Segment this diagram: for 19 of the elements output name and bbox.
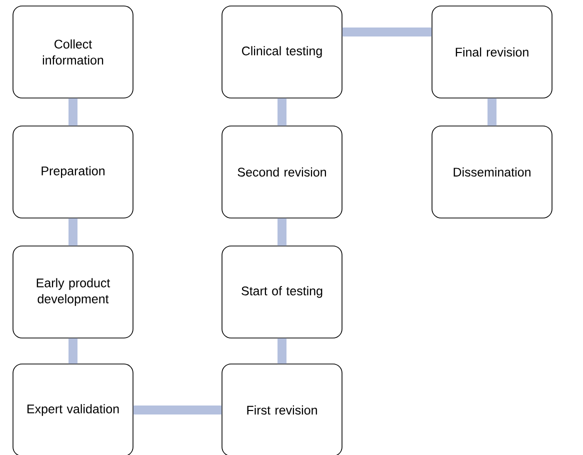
process-box: Start of testing: [222, 246, 342, 338]
connector: [68, 338, 78, 364]
process-box: Preparation: [12, 126, 134, 218]
process-box: Clinical testing: [222, 6, 342, 98]
connector: [68, 98, 78, 126]
connector: [342, 28, 432, 36]
connector: [278, 98, 286, 126]
connector: [488, 98, 496, 126]
process-box: Collect information: [12, 6, 134, 98]
connector: [68, 218, 78, 246]
process-box: First revision: [222, 364, 342, 455]
process-box: Final revision: [432, 6, 552, 98]
process-box: Expert validation: [12, 364, 134, 455]
process-box: Dissemination: [432, 126, 552, 218]
connector: [133, 406, 222, 414]
process-box: Second revision: [222, 126, 342, 218]
connector: [278, 218, 286, 246]
connector: [278, 338, 286, 364]
process-box: Early product development: [12, 246, 134, 338]
